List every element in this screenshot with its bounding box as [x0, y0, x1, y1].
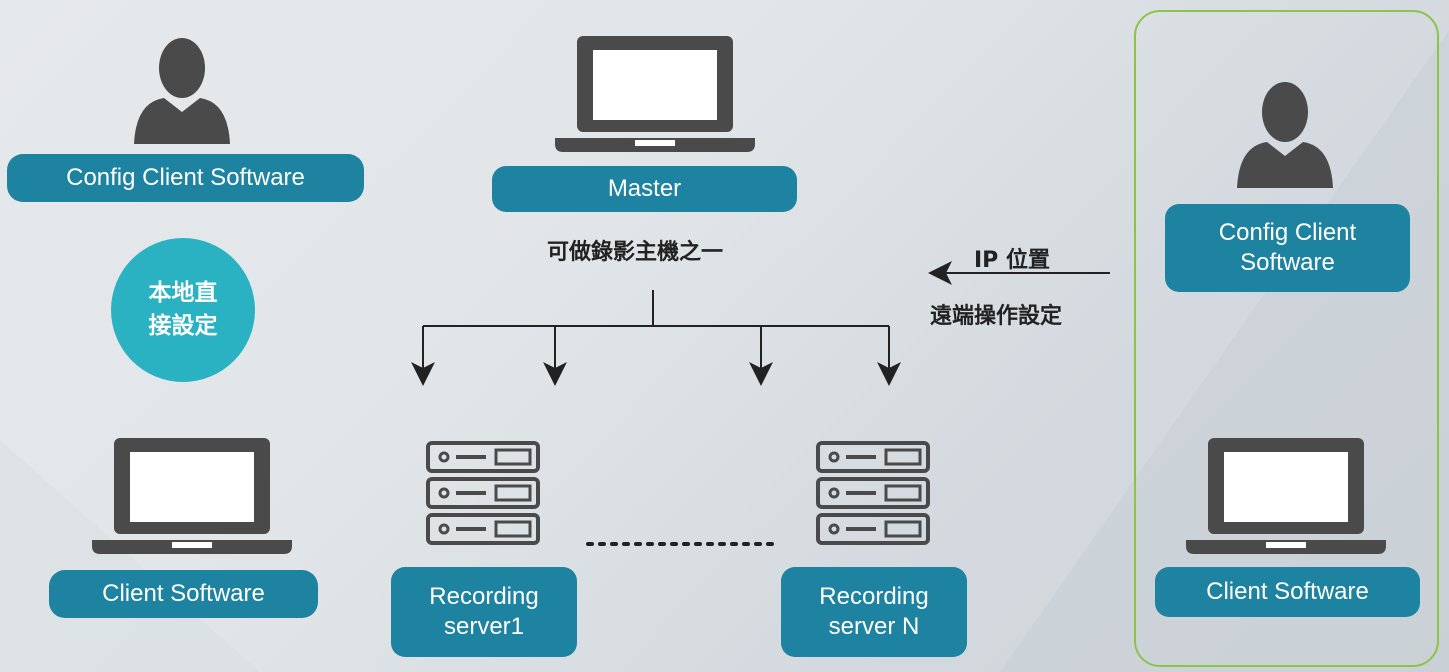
recording-server-1-label: Recording server1	[391, 567, 577, 657]
arrow-down-icon	[877, 362, 901, 386]
remote-client-software-label: Client Software	[1155, 567, 1420, 617]
laptop-icon	[92, 438, 292, 554]
remote-config-client-software-label: Config Client Software	[1165, 204, 1410, 292]
remote-setting-label: 遠端操作設定	[930, 304, 1063, 329]
server-rack-icon	[818, 443, 928, 543]
arrow-down-icon	[411, 362, 435, 386]
arrow-down-icon	[543, 362, 567, 386]
arrow-down-icon	[749, 362, 773, 386]
remote-client-panel	[1134, 10, 1439, 667]
ip-address-label: IP 位置	[974, 248, 1050, 273]
recording-server-n-label: Recording server N	[781, 567, 967, 657]
user-icon	[134, 38, 230, 144]
client-software-label: Client Software	[49, 570, 318, 618]
local-setting-label: 本地直接設定	[148, 279, 218, 339]
server-rack-icon	[428, 443, 538, 543]
local-setting-circle: 本地直接設定	[111, 238, 255, 382]
laptop-icon	[555, 36, 755, 152]
config-client-software-label: Config Client Software	[7, 154, 364, 202]
master-connector-lines	[422, 290, 890, 370]
master-caption: 可做錄影主機之一	[547, 240, 724, 265]
arrow-left-icon	[928, 261, 952, 285]
master-label: Master	[492, 166, 797, 212]
